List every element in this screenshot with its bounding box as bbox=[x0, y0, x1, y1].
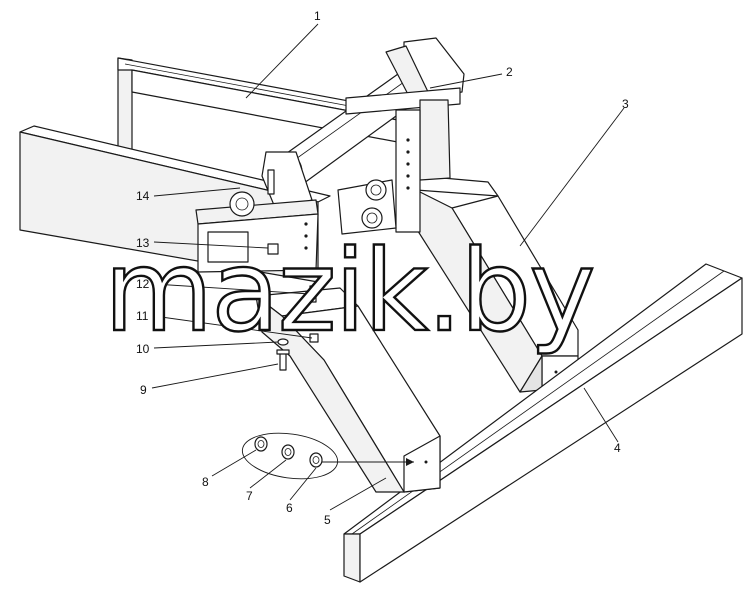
callout-3: 3 bbox=[622, 97, 629, 111]
leader-lines bbox=[151, 23, 625, 511]
callout-1: 1 bbox=[314, 9, 321, 23]
watermark-text: mazik.by bbox=[104, 227, 593, 357]
nut-13 bbox=[267, 243, 279, 255]
callout-8: 8 bbox=[202, 475, 209, 489]
bolt-holes-left bbox=[304, 222, 308, 250]
callout-13: 13 bbox=[136, 236, 150, 250]
right-tube-mount bbox=[345, 37, 465, 233]
callout-9: 9 bbox=[140, 383, 147, 397]
bolt-holes-right bbox=[406, 138, 410, 190]
washer-8 bbox=[254, 436, 268, 452]
callout-14: 14 bbox=[136, 189, 150, 203]
callout-7: 7 bbox=[246, 489, 253, 503]
nut-6 bbox=[309, 452, 323, 468]
callout-10: 10 bbox=[136, 342, 150, 356]
callout-11: 11 bbox=[136, 309, 149, 323]
callout-4: 4 bbox=[614, 441, 621, 455]
callout-labels: 1 2 3 4 5 6 7 8 9 10 11 12 13 14 bbox=[136, 9, 629, 527]
callout-5: 5 bbox=[324, 513, 331, 527]
right-support-bracket bbox=[415, 175, 579, 393]
front-bumper-beam bbox=[343, 263, 743, 583]
hardware bbox=[267, 243, 319, 371]
callout-2: 2 bbox=[506, 65, 513, 79]
left-support-bracket bbox=[255, 287, 441, 493]
callout-12: 12 bbox=[136, 277, 150, 291]
towing-hitch bbox=[337, 179, 397, 235]
washer-7 bbox=[281, 444, 295, 460]
fastener-group bbox=[241, 432, 414, 480]
callout-6: 6 bbox=[286, 501, 293, 515]
